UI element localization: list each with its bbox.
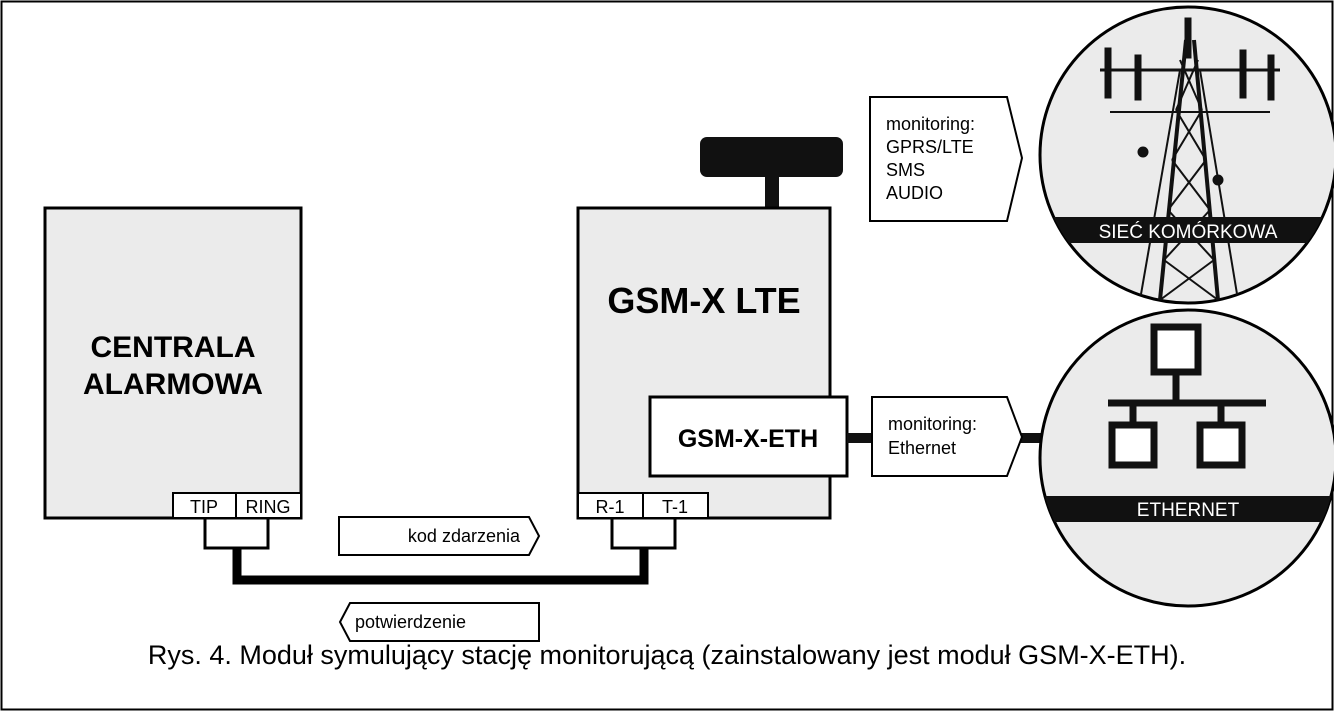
confirmation-label: potwierdzenie — [355, 612, 466, 632]
confirmation-arrow: potwierdzenie — [338, 602, 540, 642]
eth-module-name: GSM-X-ETH — [678, 425, 818, 453]
figure-caption: Rys. 4. Moduł symulujący stację monitoru… — [147, 640, 1187, 670]
cellular-monitoring-line2: GPRS/LTE — [886, 137, 974, 157]
panel-label-line1: CENTRALA — [91, 331, 256, 364]
terminal-t1 — [642, 492, 709, 519]
cellular-monitoring-line4: AUDIO — [886, 183, 943, 203]
network-icon — [1108, 323, 1266, 469]
alarm-control-panel: CENTRALA ALARMOWA TIP RING — [43, 206, 303, 520]
phone-line-wiring — [203, 517, 677, 585]
cellular-network: SIEĆ KOMÓRKOWA — [1038, 5, 1334, 305]
terminal-tip-label: TIP — [190, 497, 218, 517]
ethernet-monitoring-box: monitoring: Ethernet — [871, 396, 1024, 477]
event-code-arrow: kod zdarzenia — [338, 516, 541, 556]
eth-module: GSM-X-ETH — [648, 395, 849, 478]
ethernet-monitoring-line1: monitoring: — [888, 414, 977, 434]
terminal-ring — [235, 492, 302, 519]
ethernet-network-label: ETHERNET — [1137, 500, 1240, 521]
cellular-network-label: SIEĆ KOMÓRKOWA — [1099, 221, 1278, 243]
ethernet-network: ETHERNET — [1038, 308, 1334, 608]
terminal-tip — [172, 492, 237, 519]
event-code-label: kod zdarzenia — [408, 526, 521, 546]
eth-link-right — [1020, 433, 1042, 443]
terminal-t1-label: T-1 — [662, 497, 688, 517]
module-name: GSM-X LTE — [607, 280, 800, 321]
eth-link-left — [847, 433, 872, 443]
terminal-r1 — [577, 492, 644, 519]
terminal-r1-label: R-1 — [595, 497, 624, 517]
cellular-monitoring-line3: SMS — [886, 160, 925, 180]
ethernet-monitoring-line2: Ethernet — [888, 438, 956, 458]
cellular-monitoring-line1: monitoring: — [886, 114, 975, 134]
cellular-monitoring-box: monitoring: GPRS/LTE SMS AUDIO — [869, 96, 1024, 222]
antenna-icon — [700, 137, 843, 210]
terminal-ring-label: RING — [246, 497, 291, 517]
panel-label-line2: ALARMOWA — [83, 368, 263, 401]
